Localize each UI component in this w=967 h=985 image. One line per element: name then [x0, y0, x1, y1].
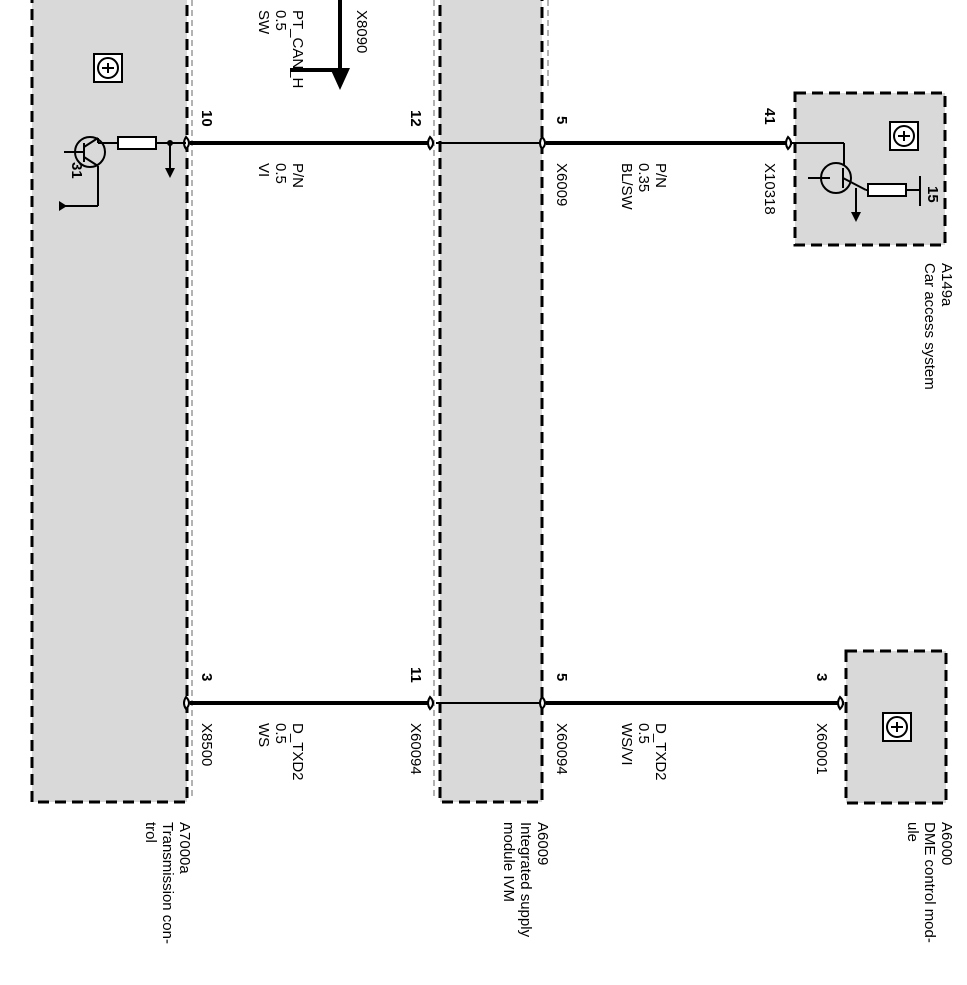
lower-tcu-pin: 3 — [198, 673, 215, 681]
upper-cas-pin: 41 — [761, 108, 778, 125]
upper-right-signal: P/N — [652, 163, 669, 188]
cas-id-label: A149a — [938, 263, 955, 307]
lower-ivm-out-pin: 5 — [553, 673, 570, 681]
transmission-control-module[interactable] — [30, 0, 189, 804]
upper-right-color: BL/SW — [618, 163, 635, 211]
ivm-name-label: Integrated supply — [517, 822, 534, 938]
integrated-supply-module[interactable] — [438, 0, 544, 804]
bus-signal-label: PT_CAN_H — [289, 10, 306, 88]
cas-supply-pin-label: 15 — [924, 186, 941, 203]
upper-left-signal: P/N — [289, 163, 306, 188]
lower-left-signal: D_TXD2 — [289, 723, 306, 781]
upper-left-gauge: 0.5 — [272, 163, 289, 184]
upper-tcu-pin: 10 — [198, 110, 215, 127]
upper-cas-connector: X10318 — [761, 163, 778, 215]
dme-name-cont-label: ule — [904, 822, 921, 842]
lower-right-connector: X60094 — [553, 723, 570, 775]
cas-name-label: Car access system — [921, 263, 938, 390]
upper-right-gauge: 0.35 — [635, 163, 652, 192]
control-unit-icon — [93, 53, 123, 83]
car-access-system-module[interactable] — [793, 91, 947, 247]
lower-left-gauge: 0.5 — [272, 723, 289, 744]
control-unit-icon — [882, 712, 912, 742]
tcu-name-cont-label: trol — [142, 822, 159, 843]
tcu-id-label: A7000a — [176, 822, 193, 874]
tcu-junction-dot — [167, 140, 173, 146]
dme-name-label: DME control mod- — [921, 822, 938, 943]
bus-direction-arrow-icon — [290, 0, 350, 90]
ivm-name-cont-label: module IVM — [500, 822, 517, 902]
lower-ivm-in-pin: 11 — [407, 667, 424, 683]
lower-right-color: WS/VI — [618, 723, 635, 766]
dme-id-label: A6000 — [938, 822, 955, 865]
lower-right-gauge: 0.5 — [635, 723, 652, 744]
ivm-id-label: A6009 — [534, 822, 551, 865]
lower-ivm-in-connector: X60094 — [407, 723, 424, 775]
control-unit-icon — [889, 121, 919, 151]
upper-left-color: VI — [255, 163, 272, 177]
tcu-ground-pin-label: 31 — [68, 162, 85, 179]
lower-dme-pin: 3 — [813, 673, 830, 681]
bus-connector-label: X8090 — [353, 10, 370, 53]
lower-left-color: WS — [255, 723, 272, 747]
upper-ivm-in-pin: 12 — [407, 110, 424, 127]
connector-symbols — [183, 135, 844, 711]
lower-tcu-connector: X8500 — [198, 723, 215, 766]
upper-ivm-out-pin: 5 — [553, 116, 570, 124]
lower-dme-connector: X60001 — [813, 723, 830, 775]
tcu-transistor-circuit-icon — [59, 136, 186, 211]
bus-gauge-label: 0.5 — [272, 10, 289, 31]
upper-right-connector: X6009 — [553, 163, 570, 206]
bus-color-label: SW — [255, 10, 272, 35]
tcu-name-label: Transmission con- — [159, 822, 176, 944]
lower-right-signal: D_TXD2 — [652, 723, 669, 781]
cas-transistor-circuit-icon — [792, 142, 921, 222]
